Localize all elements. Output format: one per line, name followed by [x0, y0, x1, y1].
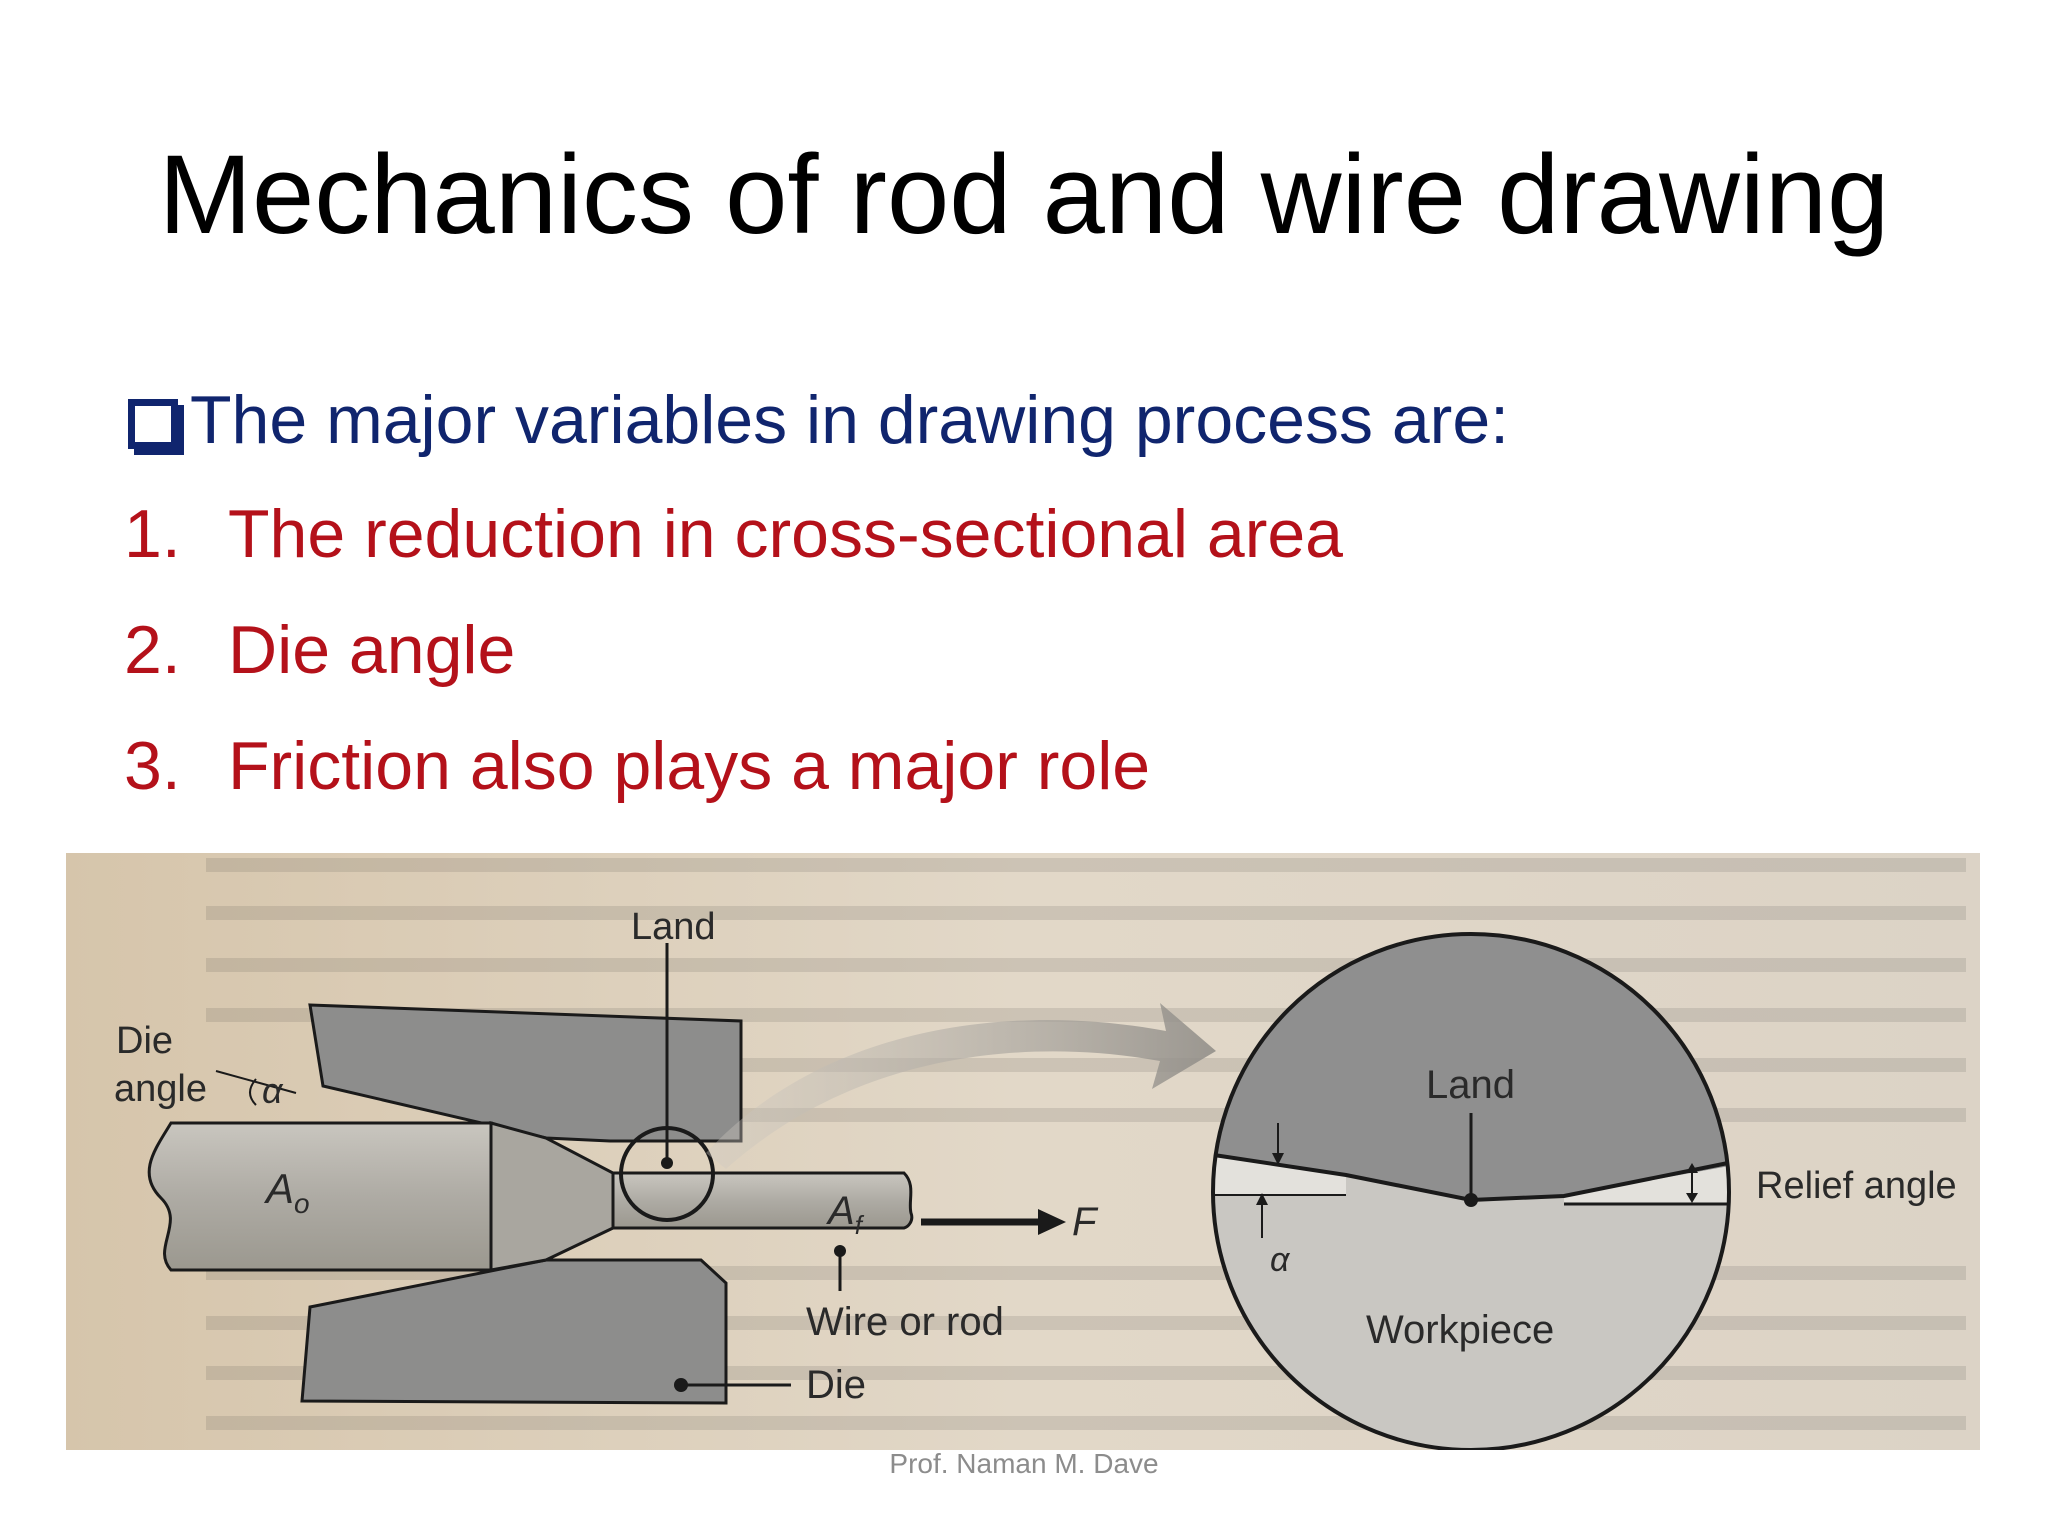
force-arrow-head [1038, 1209, 1066, 1235]
die-angle-ref [215, 1070, 297, 1094]
detail-view [1213, 934, 1729, 1450]
label-die-angle-2: angle [114, 1068, 207, 1110]
drawing-diagram: Land Die angle α Ao Af F Wire or rod Die [66, 853, 1980, 1450]
label-relief-angle: Relief angle [1756, 1165, 1957, 1207]
list-item-number: 3. [124, 728, 181, 804]
label-a-f: Af [826, 1189, 865, 1240]
checkbox-bullet-icon [128, 399, 178, 449]
upper-die [308, 1003, 743, 1143]
label-wire-or-rod: Wire or rod [806, 1300, 1004, 1344]
label-alpha-detail: α [1270, 1241, 1291, 1279]
list-item: 2. Die angle [124, 608, 1343, 724]
detail-circle [1211, 932, 1731, 1450]
numbered-list: 1. The reduction in cross-sectional area… [124, 492, 1343, 840]
land-dot [661, 1157, 673, 1169]
label-land-detail: Land [1426, 1063, 1515, 1107]
rod-original [147, 1121, 493, 1272]
zoom-arrow [706, 1003, 1216, 1169]
alpha-gap [1213, 1153, 1346, 1195]
label-force: F [1072, 1200, 1099, 1244]
label-die-angle-1: Die [116, 1020, 173, 1062]
list-item-number: 1. [124, 496, 181, 572]
relief-gap [1564, 1163, 1729, 1204]
lead-bullet: The major variables in drawing process a… [128, 378, 1509, 462]
label-land-top: Land [631, 906, 716, 948]
lead-text: The major variables in drawing process a… [190, 382, 1510, 458]
list-item-text: Die angle [228, 612, 516, 688]
list-item: 1. The reduction in cross-sectional area [124, 492, 1343, 608]
label-a-o: Ao [263, 1165, 310, 1219]
list-item-text: The reduction in cross-sectional area [228, 496, 1343, 572]
list-item: 3. Friction also plays a major role [124, 724, 1343, 840]
detail-land-dot [1464, 1193, 1478, 1207]
footer-author: Prof. Naman M. Dave [889, 1448, 1159, 1479]
label-alpha: α [262, 1070, 284, 1111]
detail-die [1213, 934, 1729, 1200]
list-item-text: Friction also plays a major role [228, 728, 1151, 804]
label-die: Die [806, 1363, 866, 1407]
list-item-number: 2. [124, 612, 181, 688]
label-workpiece: Workpiece [1366, 1308, 1554, 1352]
slide-title: Mechanics of rod and wire drawing [158, 132, 1890, 257]
drawing-process-figure: Land Die angle α Ao Af F Wire or rod Die [66, 853, 1980, 1450]
